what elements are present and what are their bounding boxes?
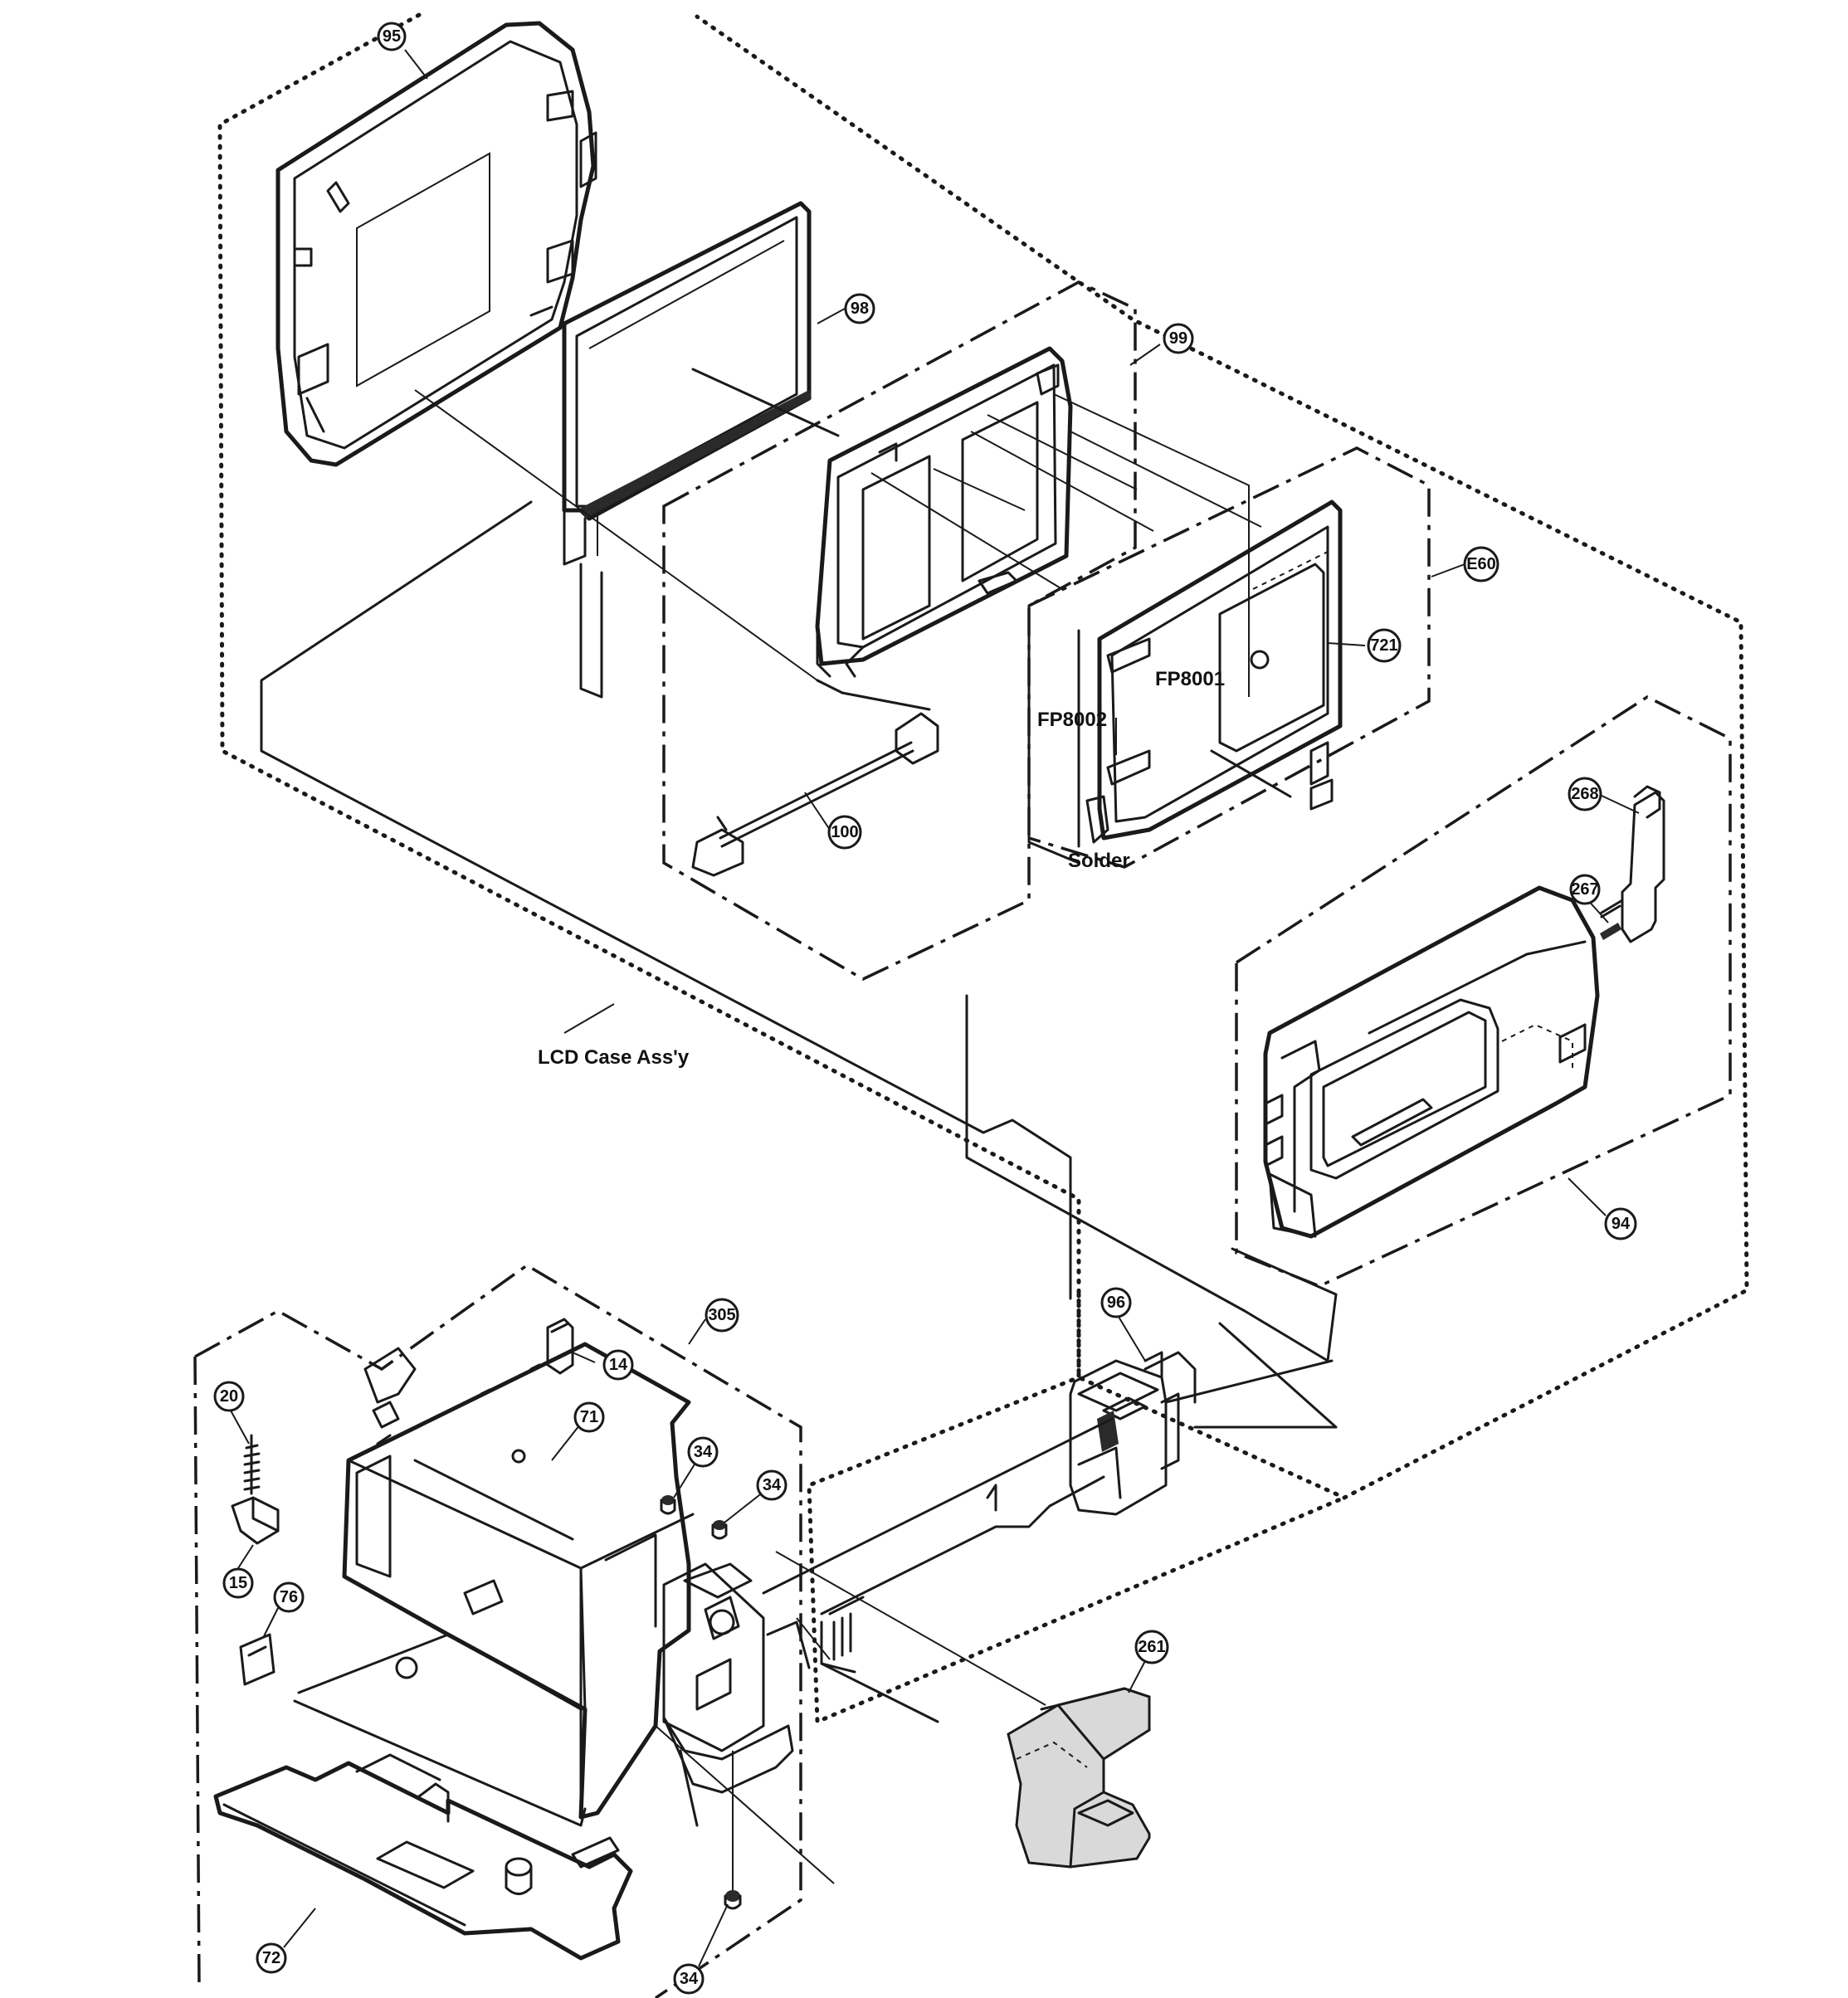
part-268-hinge-latch	[1600, 785, 1665, 943]
callout-267: 267	[1569, 874, 1601, 905]
group-e60-boundary	[1028, 446, 1431, 869]
part-99-lcd-holder	[815, 346, 1073, 678]
callout-15: 15	[222, 1567, 254, 1599]
part-72-bottom-plate	[213, 1753, 633, 1961]
part-71-chassis	[293, 1342, 695, 1827]
callout-99: 99	[1163, 323, 1194, 354]
callout-96: 96	[1100, 1287, 1132, 1318]
part-14-clip	[546, 1318, 574, 1375]
callout-305: 305	[705, 1298, 739, 1333]
callout-34c: 34	[673, 1963, 705, 1995]
callout-721: 721	[1367, 628, 1402, 663]
group-99-boundary	[662, 280, 1137, 981]
svg-text:305: 305	[708, 1306, 735, 1324]
label-lcd-case-assy: LCD Case Ass'y	[538, 1046, 690, 1069]
svg-text:98: 98	[851, 300, 869, 318]
part-261-grip	[775, 1551, 1151, 1869]
projection-lines	[597, 393, 1262, 697]
svg-text:99: 99	[1169, 329, 1187, 348]
lcd-case-assy-boundary	[217, 12, 1749, 1500]
part-20-spring	[243, 1434, 261, 1495]
svg-text:34: 34	[680, 1970, 699, 1988]
flex-strip	[762, 1417, 1114, 1723]
callout-261: 261	[1134, 1630, 1169, 1664]
part-267-screw	[1600, 923, 1621, 940]
label-fp8002: FP8002	[1037, 709, 1107, 731]
callout-e60: E60	[1463, 546, 1499, 582]
svg-text:72: 72	[262, 1949, 280, 1967]
part-76-plate	[239, 1633, 275, 1686]
lcd-case-plane-outline	[260, 500, 1072, 1300]
lower-assy-boundary	[807, 1292, 1347, 1725]
svg-text:71: 71	[580, 1408, 598, 1426]
svg-text:96: 96	[1107, 1294, 1125, 1312]
callout-14: 14	[602, 1349, 634, 1381]
callout-71: 71	[573, 1401, 605, 1433]
svg-text:14: 14	[609, 1356, 628, 1374]
svg-text:20: 20	[220, 1387, 238, 1406]
svg-text:15: 15	[229, 1574, 247, 1592]
part-e60-lcd-board	[1027, 500, 1343, 865]
callout-94: 94	[1604, 1207, 1637, 1240]
callout-20: 20	[213, 1381, 245, 1412]
callout-76: 76	[273, 1581, 305, 1613]
part-15-bracket	[231, 1496, 280, 1545]
part-98-lcd-panel	[562, 201, 840, 699]
callout-leaders	[230, 49, 1640, 1967]
callout-34a: 34	[687, 1436, 719, 1468]
svg-text:34: 34	[763, 1476, 782, 1494]
svg-text:94: 94	[1612, 1215, 1631, 1233]
svg-text:267: 267	[1571, 880, 1598, 899]
part-34-screws	[660, 1495, 742, 1910]
grip-plane-outline	[965, 994, 1338, 1362]
label-fp8001: FP8001	[1155, 668, 1225, 690]
callout-268: 268	[1568, 777, 1602, 811]
svg-text:95: 95	[383, 27, 401, 46]
svg-text:100: 100	[831, 823, 858, 841]
label-solder: Solder	[1068, 850, 1130, 872]
callout-95: 95	[377, 22, 407, 51]
svg-text:76: 76	[280, 1588, 298, 1606]
callout-72: 72	[256, 1942, 287, 1974]
lower-plane-outline	[1164, 1322, 1338, 1429]
chassis-board-cluster	[662, 1562, 811, 1827]
part-94-lcd-cover	[1263, 885, 1600, 1239]
part-100-cable	[414, 389, 939, 877]
callout-98: 98	[844, 293, 875, 324]
svg-text:261: 261	[1138, 1638, 1165, 1656]
svg-text:721: 721	[1370, 636, 1397, 655]
svg-text:34: 34	[694, 1443, 713, 1461]
callout-100: 100	[827, 815, 862, 850]
part-96-hinge	[1069, 1351, 1197, 1516]
group-305-boundary	[193, 1263, 802, 1998]
svg-text:268: 268	[1571, 785, 1598, 803]
svg-text:E60: E60	[1466, 555, 1496, 573]
part-95-lcd-rear-frame	[275, 21, 597, 467]
chassis-leader-lines	[655, 1617, 835, 1884]
callout-34b: 34	[756, 1469, 787, 1501]
group-94-boundary	[1235, 694, 1732, 1288]
